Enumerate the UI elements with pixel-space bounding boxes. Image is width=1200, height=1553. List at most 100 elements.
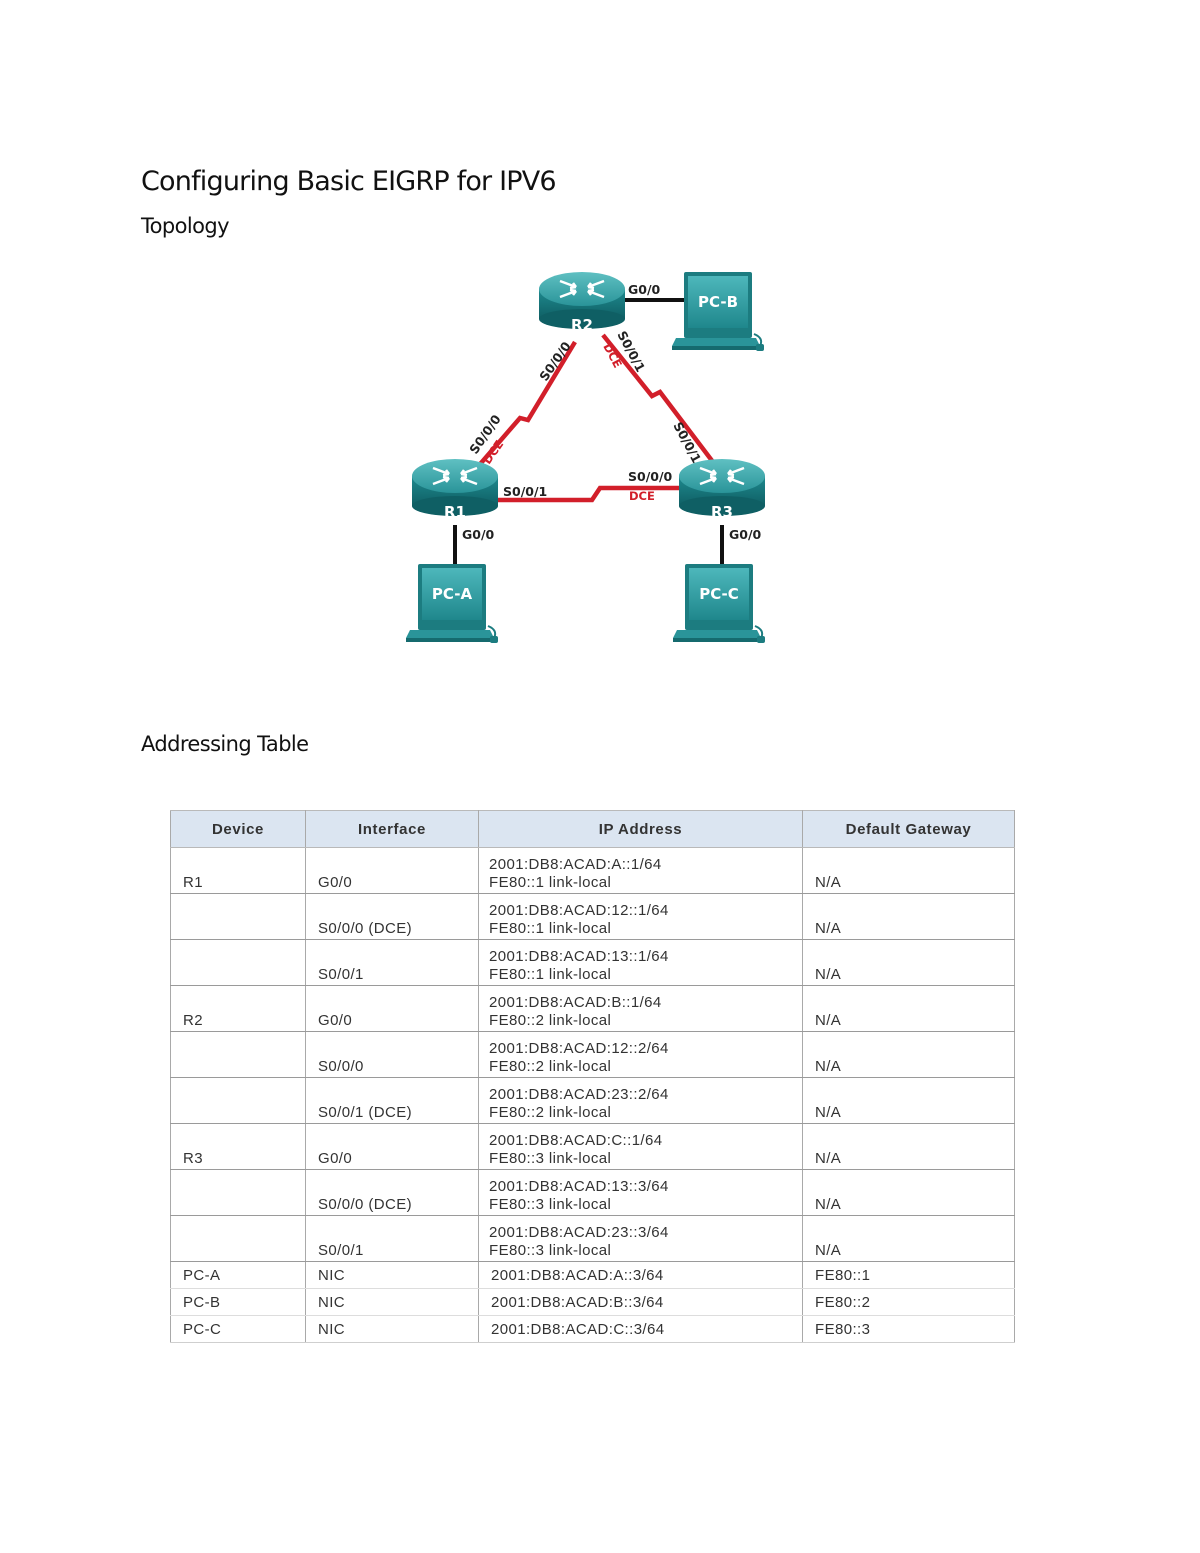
router-r2-icon: R2 <box>537 270 627 334</box>
ip-global: 2001:DB8:ACAD:12::1/64 <box>489 902 669 919</box>
cell-interface: S0/0/1 <box>305 1215 479 1262</box>
cell-device <box>170 1215 306 1262</box>
cell-gateway: N/A <box>802 985 1015 1032</box>
cell-gateway: N/A <box>802 939 1015 986</box>
cell-gateway: N/A <box>802 1031 1015 1078</box>
cell-interface: S0/0/0 <box>305 1031 479 1078</box>
cell-device <box>170 939 306 986</box>
ip-link-local: FE80::3 link-local <box>489 1242 612 1259</box>
ip-link-local: FE80::2 link-local <box>489 1058 612 1075</box>
cell-device: PC-A <box>170 1261 306 1289</box>
router-r2-label: R2 <box>571 316 593 334</box>
cell-gateway: FE80::3 <box>802 1315 1015 1343</box>
cell-gateway: N/A <box>802 847 1015 894</box>
ip-link-local: FE80::2 link-local <box>489 1012 612 1029</box>
document-title: Configuring Basic EIGRP for IPV6 <box>141 166 557 197</box>
ip-global: 2001:DB8:ACAD:B::1/64 <box>489 994 662 1011</box>
topology-svg: R2 R1 R3 PC-B PC-A PC-C G0/0 S0/0/0 S0/0… <box>405 270 767 644</box>
label-r2-g00: G0/0 <box>628 282 661 297</box>
cell-device: R1 <box>170 847 306 894</box>
cell-device <box>170 1077 306 1124</box>
cell-interface: S0/0/1 (DCE) <box>305 1077 479 1124</box>
header-device: Device <box>170 810 306 848</box>
cell-gateway: N/A <box>802 1169 1015 1216</box>
label-r1-g00: G0/0 <box>462 527 495 542</box>
cell-ip-address: 2001:DB8:ACAD:B::3/64 <box>478 1288 803 1316</box>
header-default-gateway: Default Gateway <box>802 810 1015 848</box>
pc-a-icon: PC-A <box>405 563 499 644</box>
router-r1-icon: R1 <box>410 457 500 521</box>
ip-global: 2001:DB8:ACAD:12::2/64 <box>489 1040 669 1057</box>
ip-global: 2001:DB8:ACAD:13::1/64 <box>489 948 669 965</box>
label-r3-s000: S0/0/0 <box>628 469 673 484</box>
ip-global: 2001:DB8:ACAD:23::3/64 <box>489 1224 669 1241</box>
addressing-table: Device Interface IP Address Default Gate… <box>170 810 1015 1343</box>
cell-device <box>170 1169 306 1216</box>
table-header-row: Device Interface IP Address Default Gate… <box>170 810 1015 848</box>
router-r3-icon: R3 <box>677 457 767 521</box>
ip-link-local: FE80::1 link-local <box>489 920 612 937</box>
cell-device <box>170 893 306 940</box>
ip-link-local: FE80::1 link-local <box>489 966 612 983</box>
label-r3-dce: DCE <box>629 489 655 503</box>
serial-link-r1-r3 <box>496 485 690 503</box>
ip-link-local: FE80::3 link-local <box>489 1150 612 1167</box>
topology-heading: Topology <box>141 214 230 238</box>
pc-b-label: PC-B <box>698 293 738 311</box>
ip-global: 2001:DB8:ACAD:23::2/64 <box>489 1086 669 1103</box>
cell-device: R2 <box>170 985 306 1032</box>
serial-link-r2-r3 <box>601 333 718 468</box>
topology-diagram: R2 R1 R3 PC-B PC-A PC-C G0/0 S0/0/0 S0/0… <box>400 262 790 652</box>
table-row: PC-B NIC 2001:DB8:ACAD:B::3/64 FE80::2 <box>170 1288 1015 1316</box>
cell-gateway: N/A <box>802 893 1015 940</box>
ip-link-local: FE80::3 link-local <box>489 1196 612 1213</box>
cell-interface: S0/0/0 (DCE) <box>305 893 479 940</box>
pc-b-icon: PC-B <box>671 271 765 352</box>
ip-link-local: FE80::1 link-local <box>489 874 612 891</box>
router-r3-label: R3 <box>711 503 733 521</box>
ip-global: 2001:DB8:ACAD:C::1/64 <box>489 1132 663 1149</box>
cell-gateway: N/A <box>802 1077 1015 1124</box>
header-interface: Interface <box>305 810 479 848</box>
cell-device <box>170 1031 306 1078</box>
pc-a-label: PC-A <box>432 585 473 603</box>
cell-gateway: N/A <box>802 1215 1015 1262</box>
table-row: PC-C NIC 2001:DB8:ACAD:C::3/64 FE80::3 <box>170 1315 1015 1343</box>
ip-global: 2001:DB8:ACAD:13::3/64 <box>489 1178 669 1195</box>
label-r3-g00: G0/0 <box>729 527 762 542</box>
cell-interface: S0/0/0 (DCE) <box>305 1169 479 1216</box>
ip-global: 2001:DB8:ACAD:A::1/64 <box>489 856 662 873</box>
cell-interface: G0/0 <box>305 847 479 894</box>
cell-interface: NIC <box>305 1261 479 1289</box>
ip-link-local: FE80::2 link-local <box>489 1104 612 1121</box>
cell-device: PC-C <box>170 1315 306 1343</box>
cell-ip-address: 2001:DB8:ACAD:A::3/64 <box>478 1261 803 1289</box>
cell-device: R3 <box>170 1123 306 1170</box>
cell-gateway: N/A <box>802 1123 1015 1170</box>
pc-c-label: PC-C <box>699 585 739 603</box>
cell-interface: NIC <box>305 1288 479 1316</box>
cell-interface: G0/0 <box>305 1123 479 1170</box>
cell-interface: NIC <box>305 1315 479 1343</box>
label-r1-s001: S0/0/1 <box>503 484 547 499</box>
cell-gateway: FE80::2 <box>802 1288 1015 1316</box>
cell-interface: S0/0/1 <box>305 939 479 986</box>
cell-gateway: FE80::1 <box>802 1261 1015 1289</box>
serial-link-r1-r2 <box>473 340 577 472</box>
